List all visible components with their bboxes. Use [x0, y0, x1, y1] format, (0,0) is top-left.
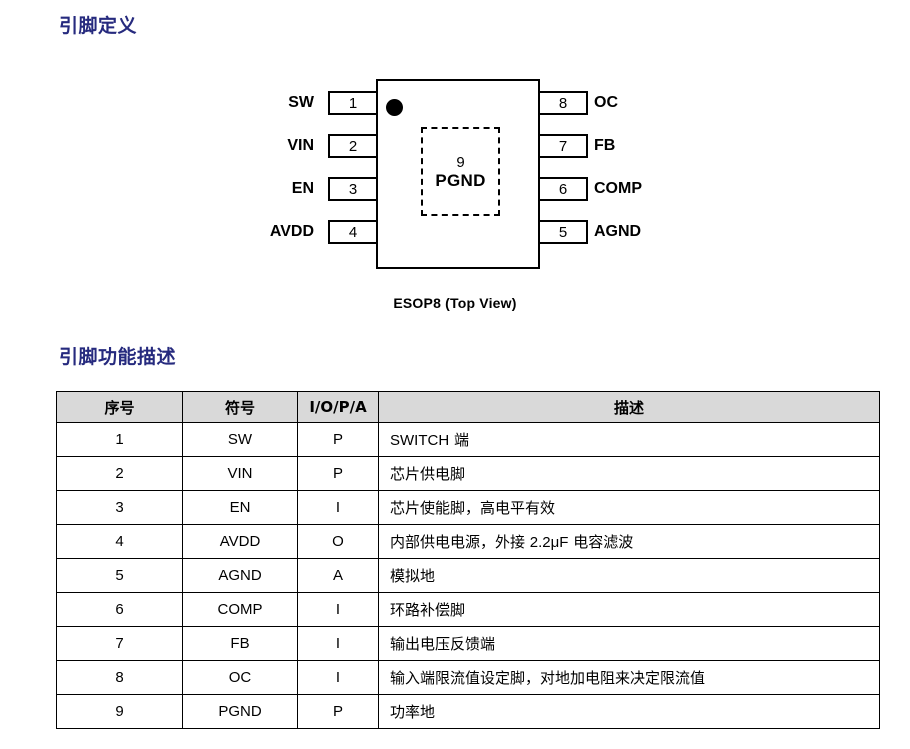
- thermal-pad-label: PGND: [435, 170, 486, 190]
- table-header-type: I/O/P/A: [297, 391, 379, 423]
- table-header-no: 序号: [56, 391, 183, 423]
- diagram-caption: ESOP8 (Top View): [393, 295, 517, 311]
- pin-label-vin: VIN: [287, 137, 314, 154]
- cell-type: P: [297, 422, 379, 457]
- page-title-pin-function: 引脚功能描述: [59, 346, 177, 368]
- table-header-description: 描述: [378, 391, 880, 423]
- pin-label-oc: OC: [594, 94, 618, 111]
- cell-symbol: COMP: [182, 592, 298, 627]
- pin-label-sw: SW: [288, 94, 314, 111]
- pin-label-fb: FB: [594, 137, 616, 154]
- cell-number: 9: [56, 694, 183, 729]
- pin-box-6: 6: [538, 177, 588, 201]
- cell-type: P: [297, 694, 379, 729]
- pin-box-8: 8: [538, 91, 588, 115]
- table-header-row: 序号 符号 I/O/P/A 描述: [56, 391, 880, 423]
- cell-type: A: [297, 558, 379, 593]
- pin-number-6: 6: [558, 180, 568, 198]
- cell-number: 4: [56, 524, 183, 559]
- pin1-marker-dot: [386, 99, 403, 116]
- cell-number: 3: [56, 490, 183, 525]
- pin-box-5: 5: [538, 220, 588, 244]
- pin-box-1: 1: [328, 91, 378, 115]
- cell-type: I: [297, 626, 379, 661]
- cell-symbol: FB: [182, 626, 298, 661]
- pin-box-7: 7: [538, 134, 588, 158]
- thermal-pad-number: 9: [456, 153, 465, 171]
- thermal-pad-pgnd: 9 PGND: [421, 127, 500, 216]
- pin-label-agnd: AGND: [594, 223, 642, 240]
- cell-description: 环路补偿脚: [378, 592, 880, 627]
- pin-number-2: 2: [348, 137, 358, 155]
- cell-number: 5: [56, 558, 183, 593]
- pin-number-8: 8: [558, 94, 568, 112]
- cell-description: 功率地: [378, 694, 880, 729]
- chip-body-outline: [376, 79, 540, 269]
- table-header-symbol: 符号: [182, 391, 298, 423]
- cell-symbol: AGND: [182, 558, 298, 593]
- cell-symbol: PGND: [182, 694, 298, 729]
- cell-symbol: OC: [182, 660, 298, 695]
- cell-number: 7: [56, 626, 183, 661]
- cell-number: 2: [56, 456, 183, 491]
- cell-type: I: [297, 660, 379, 695]
- cell-number: 8: [56, 660, 183, 695]
- cell-description: SWITCH 端: [378, 422, 880, 457]
- cell-description: 内部供电电源，外接 2.2μF 电容滤波: [378, 524, 880, 559]
- pin-label-comp: COMP: [594, 180, 642, 197]
- cell-symbol: SW: [182, 422, 298, 457]
- cell-type: P: [297, 456, 379, 491]
- cell-description: 输入端限流值设定脚，对地加电阻来决定限流值: [378, 660, 880, 695]
- pin-label-avdd: AVDD: [269, 223, 314, 240]
- cell-number: 1: [56, 422, 183, 457]
- package-diagram: 9 PGND 1 2 3 4 SW VIN EN AVDD 8 7 6 5 OC…: [0, 60, 910, 325]
- cell-type: I: [297, 490, 379, 525]
- cell-symbol: VIN: [182, 456, 298, 491]
- cell-symbol: AVDD: [182, 524, 298, 559]
- cell-description: 模拟地: [378, 558, 880, 593]
- cell-type: O: [297, 524, 379, 559]
- cell-number: 6: [56, 592, 183, 627]
- pin-box-2: 2: [328, 134, 378, 158]
- pin-number-7: 7: [558, 137, 568, 155]
- cell-description: 输出电压反馈端: [378, 626, 880, 661]
- pin-number-4: 4: [348, 223, 358, 241]
- pin-number-5: 5: [558, 223, 568, 241]
- cell-type: I: [297, 592, 379, 627]
- pin-label-en: EN: [291, 180, 314, 197]
- cell-symbol: EN: [182, 490, 298, 525]
- pin-box-3: 3: [328, 177, 378, 201]
- pin-number-3: 3: [348, 180, 358, 198]
- cell-description: 芯片使能脚，高电平有效: [378, 490, 880, 525]
- page-title-pin-definition: 引脚定义: [59, 15, 138, 37]
- pin-box-4: 4: [328, 220, 378, 244]
- pin-number-1: 1: [348, 94, 358, 112]
- cell-description: 芯片供电脚: [378, 456, 880, 491]
